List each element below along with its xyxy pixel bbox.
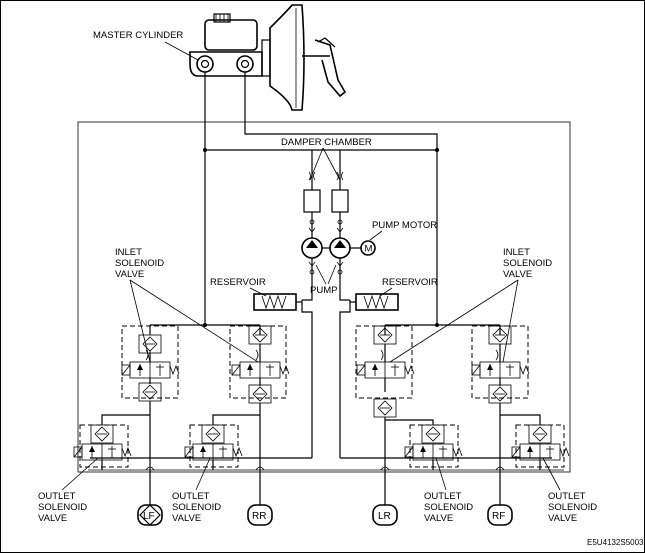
label-pump-motor: PUMP MOTOR [372, 220, 437, 231]
leader-inlet-right-1 [389, 279, 519, 363]
brake-pedal [314, 39, 347, 98]
branch-lr-to-outlet [385, 419, 434, 425]
label-outlet-solenoid-valve-3: OUTLET SOLENOID VALVE [424, 491, 473, 524]
svg-text:VALVE: VALVE [115, 269, 144, 280]
svg-text:OUTLET: OUTLET [172, 491, 210, 502]
label-inlet-solenoid-valve-right: INLET SOLENOID VALVE [503, 247, 552, 280]
branch-rr-to-outlet [212, 414, 260, 425]
leader-inlet-right-2 [502, 279, 519, 363]
outlet-solenoid-valve-lr [404, 424, 463, 470]
leader-damper-right [322, 147, 341, 181]
pump-right [329, 237, 351, 259]
port-label-rr: RR [252, 511, 266, 522]
svg-text:INLET: INLET [115, 247, 142, 258]
leader-master-cylinder [164, 41, 199, 61]
return-line-left [301, 300, 313, 458]
reservoir-left [253, 293, 302, 311]
leader-outlet-3 [435, 457, 447, 491]
master-cylinder-assembly [189, 4, 347, 111]
label-master-cylinder: MASTER CYLINDER [93, 30, 183, 41]
wheel-port-rr: RR [247, 504, 273, 526]
pedal-pivot [317, 37, 336, 48]
port-label-lr: LR [378, 511, 391, 522]
svg-text:VALVE: VALVE [424, 513, 453, 524]
label-reservoir-right: RESERVOIR [382, 277, 438, 288]
return-line-right [339, 300, 351, 458]
leader-inlet-left-1 [129, 279, 151, 363]
master-cylinder-port-primary [196, 55, 214, 73]
pump-line-right-to-reservoir [339, 290, 350, 301]
damper-chamber-left [303, 150, 321, 213]
svg-text:SOLENOID: SOLENOID [548, 502, 597, 513]
svg-text:SOLENOID: SOLENOID [503, 258, 552, 269]
outlet-solenoid-valve-lf [73, 424, 132, 470]
leader-outlet-1 [61, 457, 99, 491]
svg-text:VALVE: VALVE [172, 513, 201, 524]
leader-outlet-2 [195, 457, 211, 491]
svg-text:VALVE: VALVE [548, 513, 577, 524]
leader-pump-right [327, 264, 337, 285]
wheel-port-rf: RF [487, 504, 513, 526]
svg-text:VALVE: VALVE [38, 513, 67, 524]
pump-outlet-check-valves [308, 258, 344, 290]
wheel-port-lf: LF [137, 504, 163, 526]
leader-reservoir-right [379, 287, 393, 297]
svg-text:SOLENOID: SOLENOID [115, 258, 164, 269]
label-outlet-solenoid-valve-1: OUTLET SOLENOID VALVE [38, 491, 87, 524]
wheel-port-lr: LR [372, 504, 398, 526]
booster-flange [261, 39, 271, 77]
svg-text:VALVE: VALVE [503, 269, 532, 280]
branch-rf-to-outlet [500, 414, 541, 425]
outlet-solenoid-valve-rr [184, 424, 243, 470]
leader-reservoir-left [249, 287, 267, 297]
master-cylinder-port-secondary [236, 55, 254, 73]
damper-check-valves [308, 212, 344, 238]
outlet-solenoid-valve-rf [511, 424, 570, 470]
label-inlet-solenoid-valve-left: INLET SOLENOID VALVE [115, 247, 164, 280]
inlet-solenoid-valve-rf [471, 325, 530, 505]
pump-line-left-to-reservoir [302, 290, 313, 301]
leader-outlet-4 [542, 457, 561, 491]
damper-chamber-right [331, 150, 349, 213]
leader-inlet-left-2 [129, 279, 259, 363]
brake-line-secondary [244, 72, 438, 325]
branch-lf-to-outlet [101, 414, 150, 425]
rail-crossover-markers [145, 466, 505, 471]
svg-text:SOLENOID: SOLENOID [424, 502, 473, 513]
brake-booster [269, 4, 305, 111]
inlet-solenoid-valve-lf [121, 325, 180, 470]
svg-text:INLET: INLET [503, 247, 530, 258]
svg-text:SOLENOID: SOLENOID [172, 502, 221, 513]
label-outlet-solenoid-valve-2: OUTLET SOLENOID VALVE [172, 491, 221, 524]
label-reservoir-left: RESERVOIR [210, 277, 266, 288]
motor-symbol-letter: M [365, 244, 373, 255]
master-cylinder-body [189, 51, 263, 77]
label-outlet-solenoid-valve-4: OUTLET SOLENOID VALVE [548, 491, 597, 524]
master-cylinder-reservoir-tank [204, 19, 258, 51]
inlet-solenoid-valve-rr [229, 325, 290, 505]
label-damper-chamber: DAMPER CHAMBER [281, 137, 372, 148]
port-label-lf: LF [143, 511, 155, 522]
label-pump: PUMP [310, 285, 337, 296]
port-label-rf: RF [492, 511, 505, 522]
pump-left [301, 237, 323, 259]
pump-motor-symbol [360, 240, 376, 256]
hydraulic-unit-outline [77, 121, 571, 473]
reservoir-cap [213, 13, 231, 23]
leader-pump-left [315, 264, 327, 285]
leader-pump-motor [369, 230, 383, 241]
svg-text:OUTLET: OUTLET [424, 491, 462, 502]
svg-text:SOLENOID: SOLENOID [38, 502, 87, 513]
inlet-solenoid-valve-lr [355, 325, 415, 505]
svg-text:OUTLET: OUTLET [548, 491, 586, 502]
svg-text:OUTLET: OUTLET [38, 491, 76, 502]
reservoir-right [350, 293, 399, 311]
figure-code: E5U4132S5003 [587, 538, 644, 547]
